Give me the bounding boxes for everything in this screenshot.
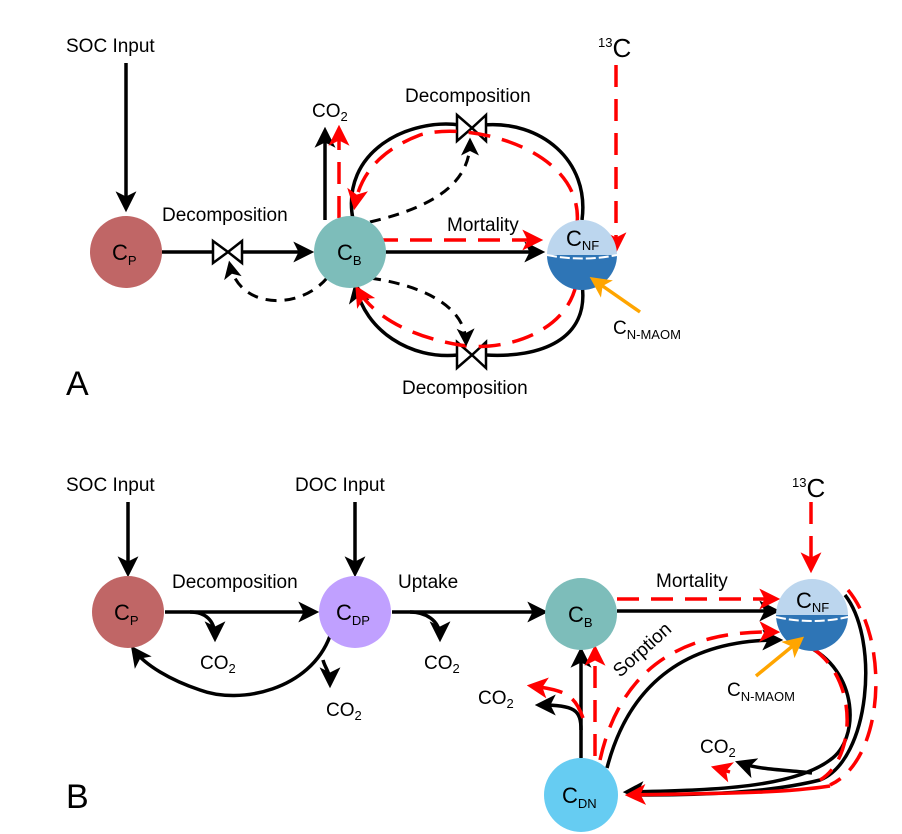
mortality-label-b: Mortality	[656, 571, 728, 592]
svg-text:CDP: CDP	[336, 600, 370, 628]
cnf-to-cdn-inner-arrow	[622, 643, 852, 803]
valve-icon	[455, 112, 488, 144]
panel-a: SOC Input Decomposition CO2 Decompositio…	[66, 33, 681, 403]
svg-text:CNF: CNF	[566, 226, 599, 253]
cdn-co2-tracer-arrow	[526, 677, 585, 719]
node-cdn[interactable]: CDN	[544, 758, 618, 832]
soc-input-label-b: SOC Input	[66, 475, 155, 496]
co2-label-b3: CO2	[424, 653, 460, 676]
sorption-arrow	[605, 629, 784, 769]
cnf-co2-tracer-arrow	[710, 762, 735, 783]
feedback-dashed-left	[224, 260, 329, 303]
feedback-dashed-top	[369, 137, 479, 224]
panel-label-b: B	[66, 778, 89, 816]
doc-input-label: DOC Input	[295, 475, 385, 496]
svg-text:CP: CP	[114, 600, 139, 628]
valve-icon	[211, 238, 244, 266]
decomposition-label-bottom: Decomposition	[402, 378, 528, 399]
co2-label-b2: CO2	[326, 700, 362, 723]
co2-label-b1: CO2	[200, 653, 236, 676]
valve-icon	[455, 339, 488, 371]
svg-text:CDN: CDN	[562, 783, 597, 811]
cdp-uptake-co2-arrow	[409, 610, 451, 643]
cdp-to-cp-return-arrow	[130, 635, 332, 698]
node-cnf-b[interactable]: CNF	[775, 579, 849, 651]
uptake-label: Uptake	[398, 572, 458, 593]
decomposition-label-left: Decomposition	[162, 205, 288, 226]
cnf-outer-tracer	[829, 588, 878, 787]
svg-text:CB: CB	[568, 602, 593, 630]
cnf-inner-tracer	[811, 646, 849, 782]
cdn-co2-arrow	[534, 694, 583, 731]
co2-label-b4: CO2	[478, 688, 514, 711]
cp-co2-arrow	[189, 610, 226, 643]
decomp-top-return-arrow	[345, 122, 461, 238]
svg-text:CP: CP	[112, 240, 137, 268]
decomp-top-tracer	[347, 129, 579, 226]
node-cb-b[interactable]: CB	[545, 578, 617, 650]
co2-label-a: CO2	[312, 101, 348, 124]
isotope-label-b: 13C	[792, 473, 825, 503]
isotope-label-a: 13C	[598, 33, 631, 63]
n-maom-label-a: CN-MAOM	[613, 318, 681, 342]
node-cb[interactable]: CB	[314, 216, 386, 288]
cdp-co2-arrow	[319, 659, 341, 689]
decomp-bottom-return-arrow	[348, 281, 459, 358]
co2-label-b5: CO2	[700, 737, 736, 760]
soc-input-label: SOC Input	[66, 36, 155, 57]
svg-text:CNF: CNF	[796, 588, 829, 615]
mortality-label-a: Mortality	[447, 215, 519, 236]
decomposition-label-top: Decomposition	[405, 86, 531, 107]
node-cdp[interactable]: CDP	[319, 576, 391, 648]
node-cnf[interactable]: CNF	[546, 220, 618, 290]
svg-text:CB: CB	[337, 240, 362, 268]
decomp-bottom-line	[485, 283, 585, 358]
panel-label-a: A	[66, 365, 89, 403]
decomposition-label-b: Decomposition	[172, 572, 298, 593]
n-maom-label-b: CN-MAOM	[727, 680, 795, 704]
cnf-co2-arrow	[735, 758, 813, 779]
cnf-to-cdn-tracer-arrow	[624, 783, 831, 805]
n-maom-input-arrow-b	[754, 636, 805, 678]
node-cp[interactable]: CP	[90, 216, 162, 288]
n-maom-input-arrow-a	[589, 277, 641, 314]
sorption-tracer-arrow	[598, 621, 781, 761]
node-cp-b[interactable]: CP	[92, 576, 164, 648]
decomp-top-line	[482, 122, 585, 221]
panel-b: SOC Input DOC Input Decomposition CO2 CO…	[66, 473, 878, 832]
